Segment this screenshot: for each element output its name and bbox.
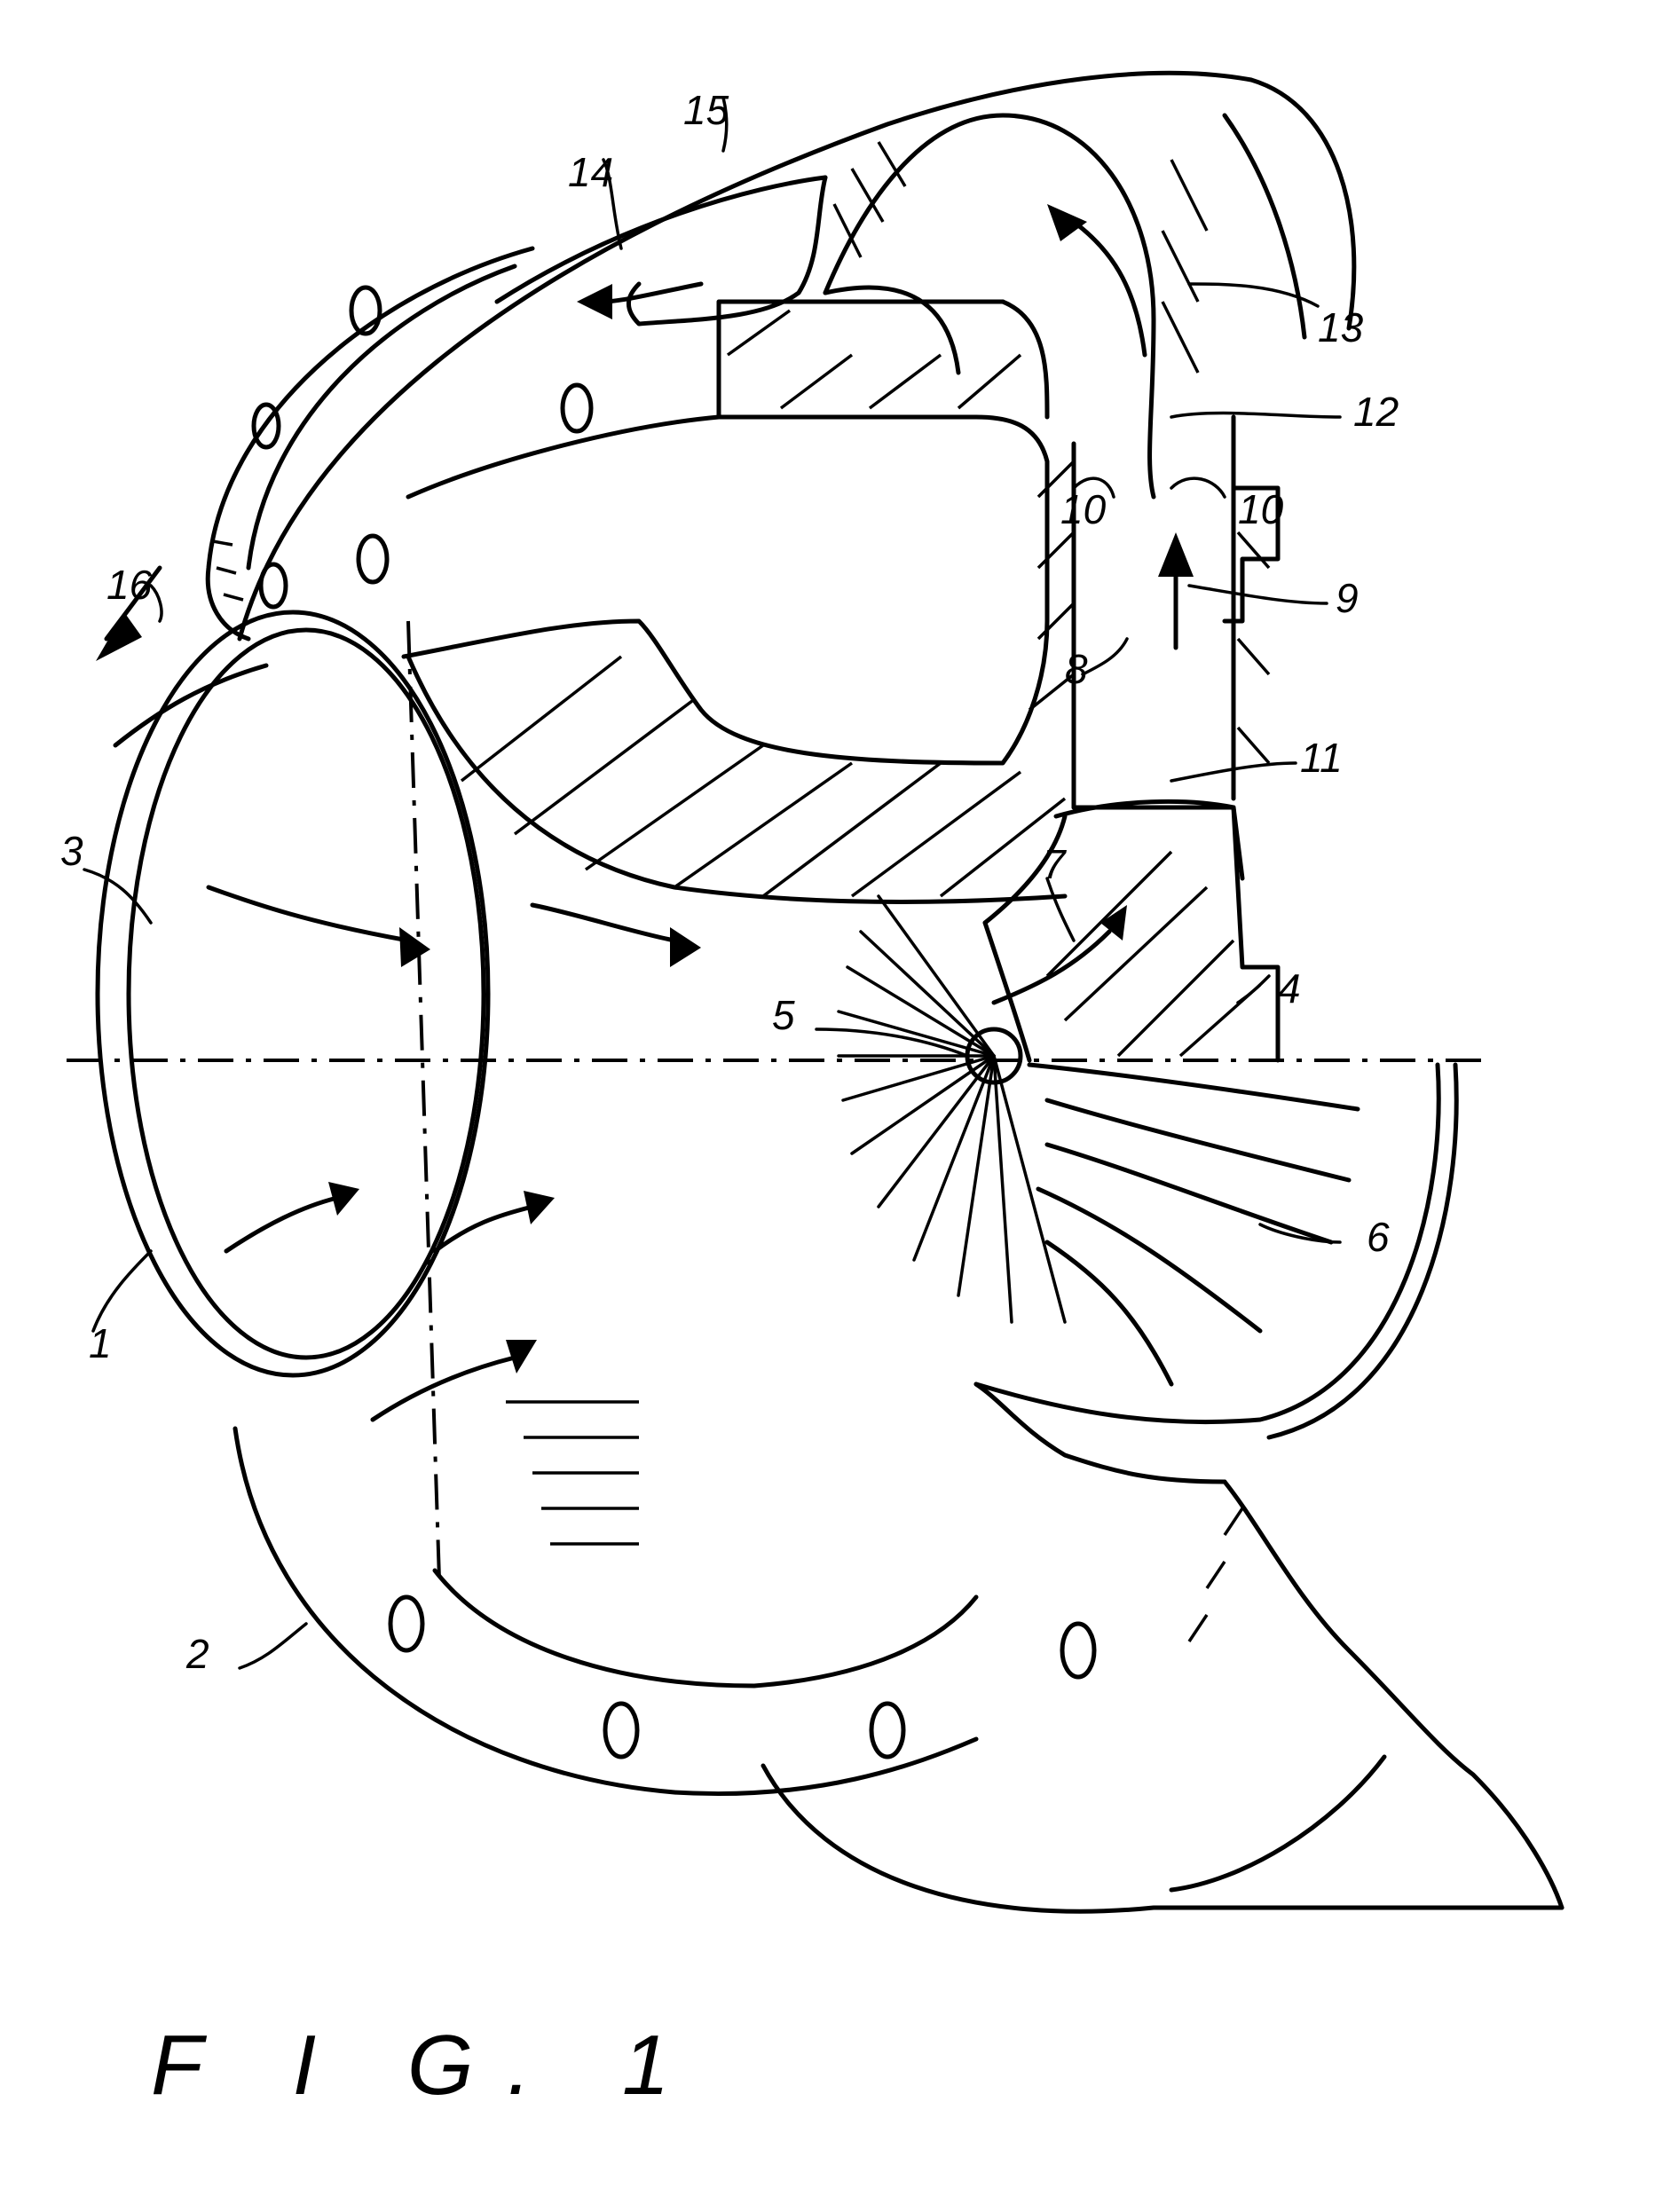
rear-flange xyxy=(205,246,594,642)
figure-caption: F I G. 1 xyxy=(151,2018,703,2113)
impeller xyxy=(837,894,1459,1440)
label-11: 11 xyxy=(1300,735,1343,781)
label-10-left: 10 xyxy=(1060,486,1107,532)
flow-arrows xyxy=(96,204,1194,1422)
label-2: 2 xyxy=(185,1631,209,1677)
label-1: 1 xyxy=(89,1320,112,1366)
label-15: 15 xyxy=(683,87,729,133)
label-12: 12 xyxy=(1353,389,1399,435)
label-7: 7 xyxy=(1043,841,1067,887)
label-16: 16 xyxy=(106,562,153,608)
reference-numerals: 1 2 3 4 5 6 7 8 9 10 10 11 12 13 14 15 1… xyxy=(60,87,1399,1677)
inlet-ring xyxy=(95,610,491,1378)
leader-lines xyxy=(83,96,1342,1670)
backplate-section xyxy=(982,799,1281,1063)
label-5: 5 xyxy=(772,992,795,1038)
label-10-right: 10 xyxy=(1238,486,1284,532)
label-13: 13 xyxy=(1318,304,1364,350)
label-8: 8 xyxy=(1065,646,1088,692)
label-6: 6 xyxy=(1367,1214,1390,1260)
label-3: 3 xyxy=(60,828,83,874)
volute-housing xyxy=(237,70,1357,642)
label-9: 9 xyxy=(1336,575,1359,621)
compressor-casing-section xyxy=(401,299,1076,905)
centerline-vertical xyxy=(406,620,441,1580)
bottom-flange xyxy=(233,1382,1564,1914)
label-4: 4 xyxy=(1278,965,1301,1012)
hatch-volute xyxy=(832,141,1209,374)
label-14: 14 xyxy=(568,149,613,195)
